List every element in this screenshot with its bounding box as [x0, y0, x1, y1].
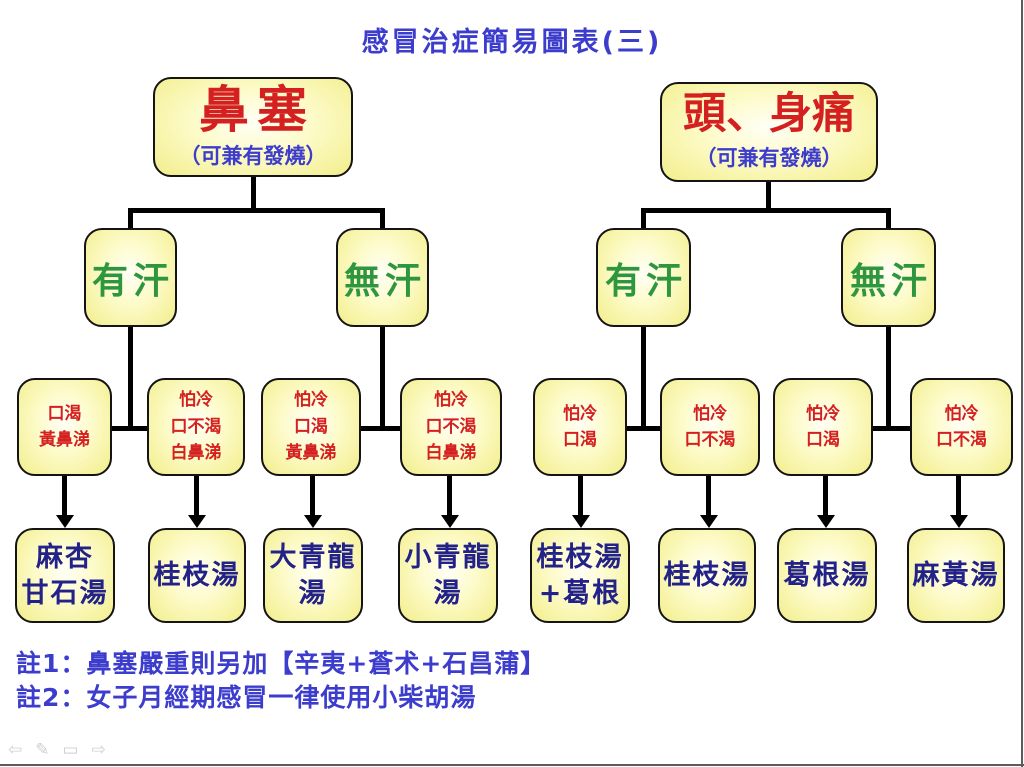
node-right-sweating: 有汗 — [596, 228, 691, 327]
page-title: 感冒治症簡易圖表(三) — [361, 27, 663, 58]
node-title: 頭、身痛 — [683, 89, 855, 140]
node-remedy: 小青龍 湯 — [398, 528, 498, 623]
connector-line — [106, 426, 152, 431]
arrow — [310, 474, 315, 518]
arrow — [706, 474, 711, 518]
arrow — [823, 474, 828, 518]
connector-line — [251, 176, 256, 212]
next-slide-icon[interactable]: ⇨ — [91, 740, 106, 760]
arrowhead-icon — [441, 515, 459, 528]
node-remedy: 大青龍 湯 — [263, 528, 363, 623]
previous-slide-icon[interactable]: ⇦ — [8, 740, 23, 760]
connector-line — [641, 325, 646, 431]
slide-menu-icon[interactable]: ▭ — [62, 740, 79, 760]
node-condition: 怕冷 口不渴 — [910, 378, 1013, 476]
arrowhead-icon — [700, 515, 718, 528]
node-remedy: 麻杏 甘石湯 — [15, 528, 115, 623]
node-condition: 怕冷 口不渴 白鼻涕 — [400, 378, 502, 476]
connector-line — [766, 181, 771, 212]
node-condition: 怕冷 口渴 黃鼻涕 — [261, 378, 361, 476]
node-nasal-congestion: 鼻塞 （可兼有發燒） — [153, 77, 353, 177]
connector-line — [380, 325, 385, 431]
arrow — [447, 474, 452, 518]
node-left-no-sweating: 無汗 — [336, 228, 429, 327]
connector-line — [886, 208, 891, 230]
node-condition: 怕冷 口不渴 白鼻涕 — [147, 378, 245, 476]
arrowhead-icon — [817, 515, 835, 528]
slide-right-edge — [1021, 0, 1023, 767]
node-head-body-ache: 頭、身痛 （可兼有發燒） — [660, 82, 878, 182]
connector-line — [380, 208, 385, 230]
arrow — [62, 474, 67, 518]
connector-line — [128, 208, 133, 230]
arrow — [956, 474, 961, 518]
node-remedy: 桂枝湯 — [148, 528, 246, 623]
pen-icon[interactable]: ✎ — [35, 740, 50, 760]
node-condition: 怕冷 口渴 — [773, 378, 873, 476]
arrow — [194, 474, 199, 518]
connector-line — [128, 325, 133, 431]
arrow — [578, 474, 583, 518]
connector-line — [128, 208, 385, 213]
node-left-sweating: 有汗 — [84, 228, 177, 327]
footnote-1: 註1：鼻塞嚴重則另加【辛夷+蒼术+石昌蒲】 — [16, 649, 547, 678]
slide-bottom-edge — [0, 764, 1024, 766]
arrowhead-icon — [304, 515, 322, 528]
arrowhead-icon — [572, 515, 590, 528]
node-right-no-sweating: 無汗 — [841, 228, 936, 327]
arrowhead-icon — [56, 515, 74, 528]
connector-line — [620, 426, 665, 431]
node-title: 鼻塞 — [199, 80, 315, 139]
node-condition: 怕冷 口渴 — [533, 378, 627, 476]
node-remedy: 麻黃湯 — [907, 528, 1005, 623]
node-remedy: 桂枝湯 +葛根 — [530, 528, 630, 623]
connector-line — [886, 325, 891, 431]
node-subtitle: （可兼有發燒） — [695, 145, 843, 170]
slideshow-toolbar: ⇦ ✎ ▭ ⇨ — [8, 740, 106, 760]
connector-line — [641, 208, 891, 213]
footnote-2: 註2：女子月經期感冒一律使用小柴胡湯 — [16, 683, 477, 712]
connector-line — [641, 208, 646, 230]
node-remedy: 桂枝湯 — [658, 528, 756, 623]
node-condition: 怕冷 口不渴 — [660, 378, 760, 476]
node-condition: 口渴 黃鼻涕 — [17, 378, 112, 476]
arrowhead-icon — [188, 515, 206, 528]
arrowhead-icon — [950, 515, 968, 528]
node-remedy: 葛根湯 — [777, 528, 877, 623]
node-subtitle: （可兼有發燒） — [179, 144, 327, 169]
connector-line — [866, 426, 915, 431]
connector-line — [357, 426, 405, 431]
